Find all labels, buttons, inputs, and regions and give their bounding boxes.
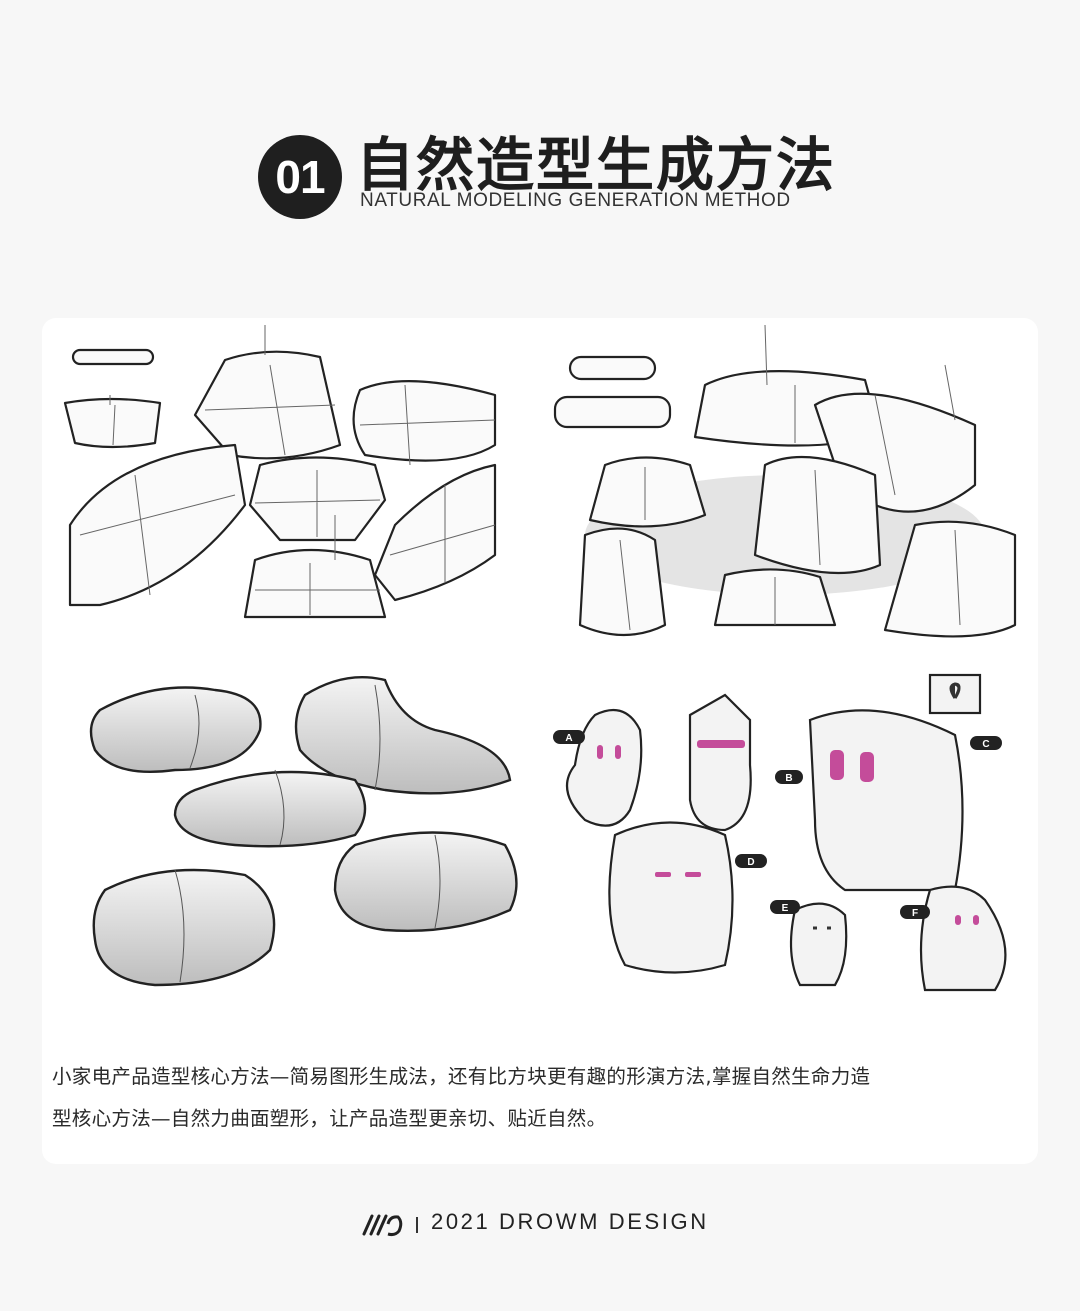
sketch-geometric-blocks bbox=[55, 325, 540, 625]
sketch-characters: A B C D E F bbox=[545, 660, 1030, 1005]
sketch-geometric-blocks-drawing bbox=[63, 325, 497, 619]
sketch-plan-variations bbox=[545, 325, 1030, 655]
section-title-en: NATURAL MODELING GENERATION METHOD bbox=[360, 190, 791, 211]
character-label-b: B bbox=[785, 773, 792, 784]
footer-separator bbox=[416, 1217, 418, 1233]
character-label-e: E bbox=[782, 903, 789, 914]
section-title-zh: 自然造型生成方法 bbox=[356, 131, 837, 199]
character-label-f: F bbox=[912, 908, 918, 919]
sketch-plan-variations-drawing bbox=[553, 325, 1017, 638]
character-label-a: A bbox=[565, 733, 572, 744]
character-label-d: D bbox=[747, 857, 754, 868]
section-number-badge: 01 bbox=[258, 135, 342, 219]
character-label-c: C bbox=[982, 739, 989, 750]
sketch-soft-forms bbox=[55, 660, 540, 1005]
footer-brand-text: 2021 DROWM DESIGN bbox=[431, 1209, 709, 1234]
caption-line-2: 型核心方法—自然力曲面塑形，让产品造型更亲切、贴近自然。 bbox=[52, 1107, 607, 1130]
caption-line-1: 小家电产品造型核心方法—简易图形生成法，还有比方块更有趣的形演方法,掌握自然生命… bbox=[52, 1065, 871, 1088]
drowm-logo-icon bbox=[360, 1212, 404, 1238]
section-caption: 小家电产品造型核心方法—简易图形生成法，还有比方块更有趣的形演方法,掌握自然生命… bbox=[52, 1056, 1032, 1140]
sketch-characters-drawing: A B C D E F bbox=[553, 673, 1007, 992]
sketch-soft-forms-drawing bbox=[89, 675, 518, 987]
